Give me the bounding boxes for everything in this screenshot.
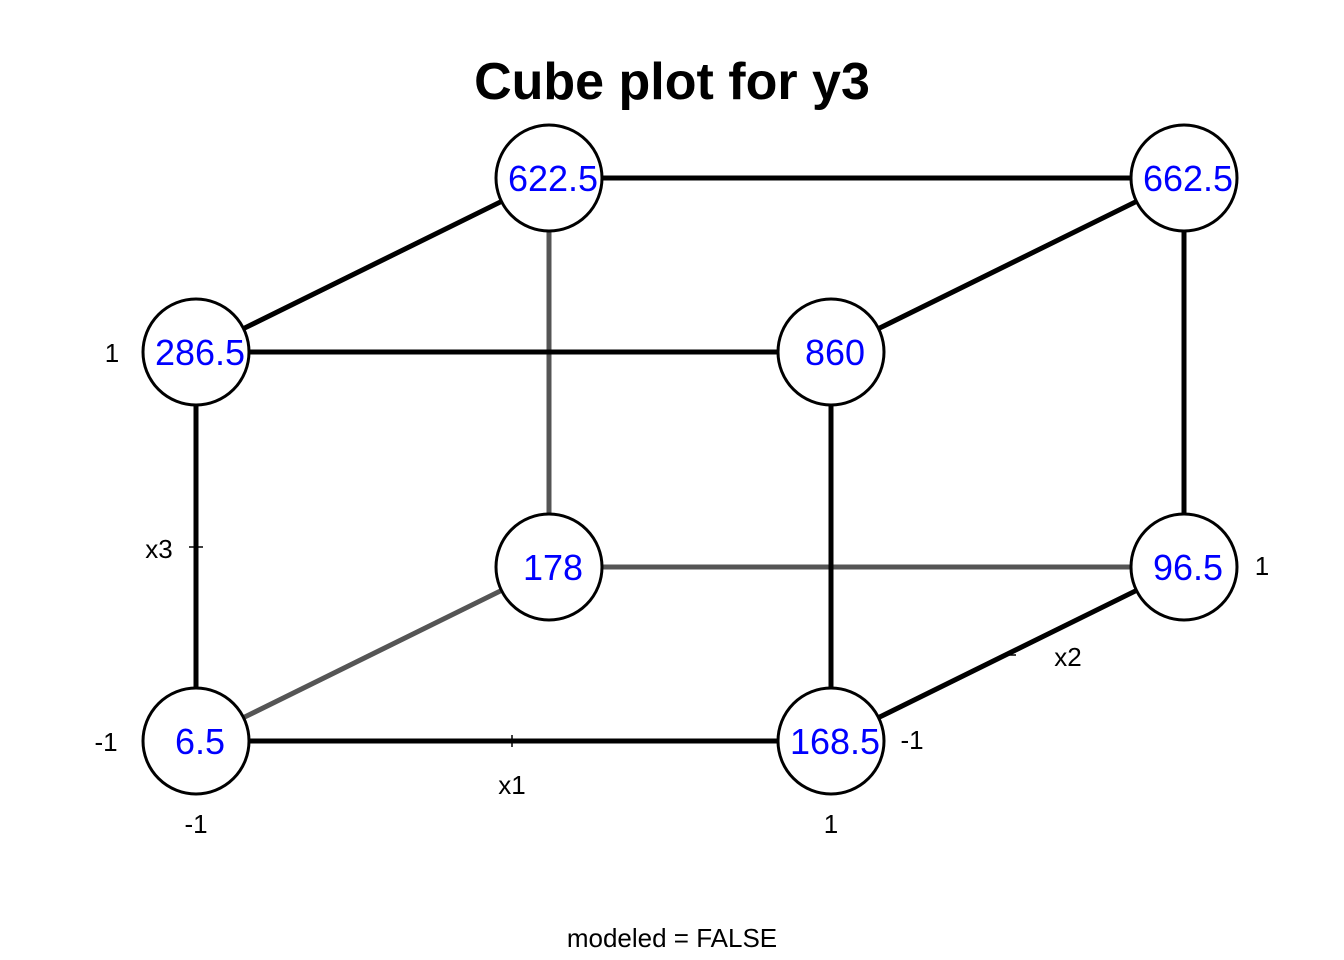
corner-1_-1_1-circle [776, 297, 886, 407]
x2-axis-label: x2 [1054, 642, 1081, 672]
corner--1_1_-1-circle [494, 512, 604, 622]
corner-1_1_-1-value: 96.5 [1153, 547, 1223, 588]
corner-1_1_1-value: 662.5 [1143, 158, 1233, 199]
x2-high-level: 1 [1255, 551, 1269, 581]
corner--1_-1_-1-circle [141, 686, 251, 796]
corner-1_1_1-circle [1129, 123, 1239, 233]
cube-edges [193, 175, 1187, 744]
corner-1_-1_-1-value: 168.5 [790, 721, 880, 762]
x3-axis-label: x3 [145, 534, 172, 564]
corner-1_1_-1-circle [1129, 512, 1239, 622]
x1-high-level: 1 [824, 809, 838, 839]
corner-1_-1_-1-circle [776, 686, 886, 796]
x2-low-level: -1 [900, 725, 923, 755]
corner--1_-1_1-value: 286.5 [155, 332, 245, 373]
edge-x2-1_-1_1 [877, 199, 1138, 331]
x1-axis-label: x1 [498, 770, 525, 800]
edge-x2-1_-1_-1 [877, 588, 1138, 720]
axis-ticks [189, 546, 1016, 747]
corner--1_1_1-circle [494, 123, 604, 233]
corner--1_1_1-value: 622.5 [508, 158, 598, 199]
corner-nodes: 6.5 168.5 178 96.5 286.5 860 622.5 662.5 [141, 123, 1239, 796]
x3-high-level: 1 [105, 338, 119, 368]
corner--1_-1_1-circle [141, 297, 251, 407]
corner--1_-1_-1-value: 6.5 [175, 721, 225, 762]
corner-1_-1_1-value: 860 [805, 332, 865, 373]
edge-x2--1_-1_-1 [242, 588, 503, 720]
x1-low-level: -1 [184, 809, 207, 839]
edge-x2--1_-1_1 [242, 199, 503, 331]
chart-title: Cube plot for y3 [474, 53, 870, 111]
x3-low-level: -1 [94, 727, 117, 757]
modeled-note: modeled = FALSE [567, 923, 777, 953]
corner--1_1_-1-value: 178 [523, 547, 583, 588]
